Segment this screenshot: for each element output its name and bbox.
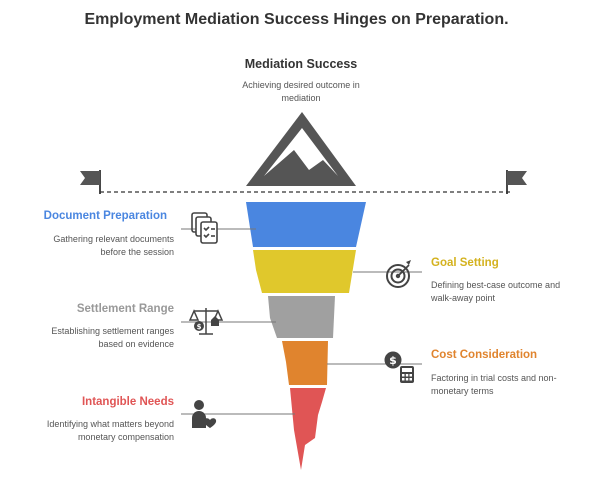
- stage-description-settlement-range: Establishing settlement ranges based on …: [4, 325, 174, 350]
- stage-document-preparation-layer: [246, 202, 366, 247]
- cost-calculator-icon: $: [384, 351, 414, 383]
- target-icon: [386, 260, 411, 288]
- right-flag-icon: [506, 170, 527, 194]
- description-line: Identifying what matters beyond: [46, 419, 174, 429]
- description-line: monetary compensation: [77, 431, 174, 442]
- description-line: Factoring in trial costs and non-: [431, 373, 557, 383]
- stage-label-goal-setting: Goal Setting: [431, 257, 499, 269]
- scales-icon: $: [188, 308, 224, 335]
- person-heart-icon: [192, 400, 217, 428]
- description-line: Defining best-case outcome and: [431, 280, 561, 290]
- stage-description-document-preparation: Gathering relevant documents before the …: [4, 233, 174, 258]
- stage-label-cost-consideration: Cost Consideration: [431, 349, 538, 361]
- stage-description-goal-setting: Defining best-case outcome and walk-away…: [431, 279, 591, 304]
- stage-settlement-range-layer: [268, 296, 335, 338]
- stage-description-intangible-needs: Identifying what matters beyond monetary…: [4, 418, 174, 443]
- stage-description-cost-consideration: Factoring in trial costs and non- moneta…: [431, 372, 591, 397]
- description-line: based on evidence: [98, 338, 174, 349]
- description-line: before the session: [100, 246, 174, 257]
- stage-intangible-needs-layer: [290, 388, 326, 470]
- stage-goal-setting-layer: [253, 250, 356, 293]
- description-line: monetary terms: [431, 385, 494, 396]
- stage-label-intangible-needs: Intangible Needs: [81, 396, 174, 408]
- description-line: Establishing settlement ranges: [51, 326, 174, 336]
- description-line: walk-away point: [431, 292, 496, 303]
- mountain-icon: [246, 112, 356, 186]
- page-title: Employment Mediation Success Hinges on P…: [84, 11, 509, 28]
- stage-cost-consideration-layer: [282, 341, 328, 385]
- stage-label-settlement-range: Settlement Range: [76, 303, 174, 315]
- description-line: Gathering relevant documents: [53, 234, 174, 244]
- svg-text:$: $: [197, 323, 202, 331]
- peak-description: Achieving desired outcome in mediation: [242, 80, 360, 103]
- peak-label: Mediation Success: [244, 57, 358, 71]
- stage-label-document-preparation: Document Preparation: [43, 210, 167, 222]
- left-flag-icon: [80, 170, 101, 194]
- svg-text:$: $: [389, 354, 397, 367]
- documents-icon: [191, 212, 218, 244]
